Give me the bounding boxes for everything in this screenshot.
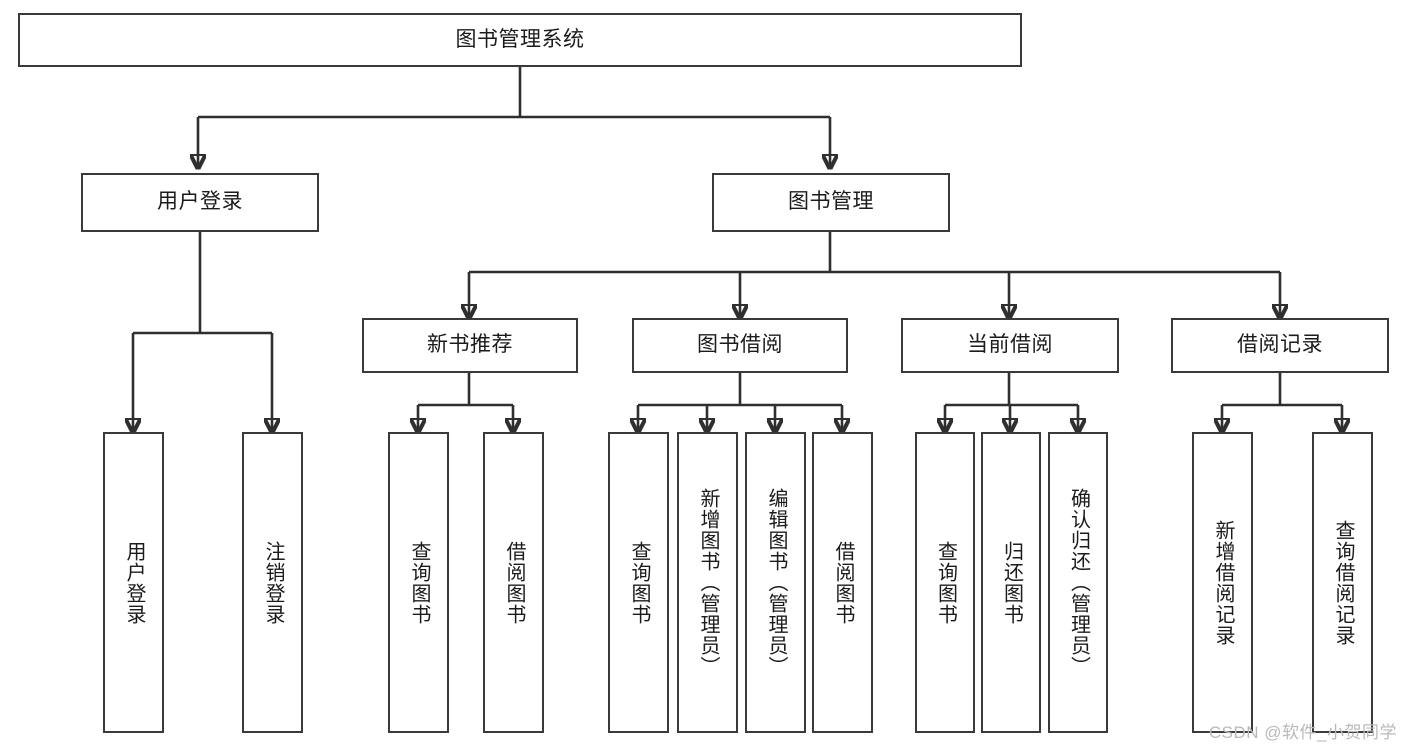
node-book-manage[interactable]: 图书管理 (712, 173, 950, 232)
node-book-manage-label: 图书管理 (788, 190, 874, 214)
leaf-logout[interactable]: 注销登录 (242, 432, 303, 733)
leaf-add-book-label: 新增图书（管理员） (697, 488, 719, 677)
leaf-user-login-label: 用户登录 (123, 540, 145, 625)
leaf-return-book-label: 归还图书 (1000, 540, 1023, 625)
leaf-query-book-1-label: 查询图书 (408, 540, 430, 625)
node-root-label: 图书管理系统 (455, 27, 585, 51)
leaf-return-book[interactable]: 归还图书 (981, 432, 1041, 733)
node-root[interactable]: 图书管理系统 (18, 13, 1022, 67)
leaf-add-record[interactable]: 新增借阅记录 (1192, 432, 1253, 733)
leaf-query-record-label: 查询借阅记录 (1332, 519, 1354, 646)
leaf-query-book-3-label: 查询图书 (934, 540, 957, 625)
node-new-book-rec[interactable]: 新书推荐 (362, 318, 578, 373)
leaf-query-book-1[interactable]: 查询图书 (388, 432, 449, 733)
node-book-borrow-label: 图书借阅 (697, 333, 783, 357)
node-new-book-rec-label: 新书推荐 (427, 333, 513, 357)
leaf-query-book-2[interactable]: 查询图书 (608, 432, 669, 733)
watermark: CSDN @软件_小贺同学 (1208, 723, 1397, 742)
leaf-borrow-book-1-label: 借阅图书 (503, 540, 525, 625)
node-user-login-label: 用户登录 (157, 190, 243, 214)
leaf-edit-book[interactable]: 编辑图书（管理员） (745, 432, 806, 733)
leaf-borrow-book-2-label: 借阅图书 (832, 540, 854, 625)
leaf-logout-label: 注销登录 (262, 540, 284, 625)
node-book-borrow[interactable]: 图书借阅 (632, 318, 848, 373)
leaf-borrow-book-2[interactable]: 借阅图书 (812, 432, 873, 733)
leaf-add-record-label: 新增借阅记录 (1212, 519, 1234, 646)
leaf-borrow-book-1[interactable]: 借阅图书 (483, 432, 544, 733)
node-current-borrow[interactable]: 当前借阅 (901, 318, 1119, 373)
leaf-query-book-3[interactable]: 查询图书 (915, 432, 975, 733)
leaf-query-book-2-label: 查询图书 (628, 540, 650, 625)
leaf-add-book[interactable]: 新增图书（管理员） (677, 432, 738, 733)
node-borrow-record-label: 借阅记录 (1237, 333, 1323, 357)
node-borrow-record[interactable]: 借阅记录 (1171, 318, 1389, 373)
leaf-edit-book-label: 编辑图书（管理员） (765, 488, 787, 677)
leaf-confirm-return[interactable]: 确认归还（管理员） (1048, 432, 1108, 733)
node-current-borrow-label: 当前借阅 (967, 333, 1053, 357)
leaf-confirm-return-label: 确认归还（管理员） (1067, 488, 1090, 677)
leaf-query-record[interactable]: 查询借阅记录 (1312, 432, 1373, 733)
leaf-user-login[interactable]: 用户登录 (103, 432, 164, 733)
node-user-login[interactable]: 用户登录 (81, 173, 319, 232)
